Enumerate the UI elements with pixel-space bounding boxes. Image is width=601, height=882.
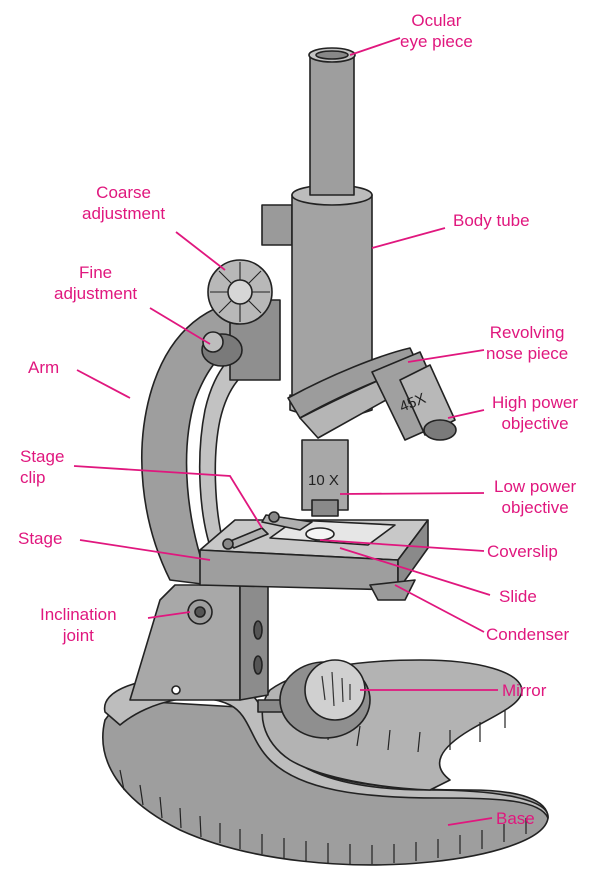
- leader-low-power: [340, 493, 484, 494]
- low-power-objective-shape: 10 X: [302, 440, 348, 516]
- label-coarse-adjustment: Coarse adjustment: [82, 182, 165, 224]
- low-objective-mark: 10 X: [308, 472, 339, 489]
- label-high-power-objective: High power objective: [492, 392, 578, 434]
- leader-condenser: [395, 585, 484, 632]
- leader-arm: [77, 370, 130, 398]
- pillar-shape: [130, 578, 268, 700]
- label-low-power-objective: Low power objective: [494, 476, 576, 518]
- label-ocular-line1: Ocular: [400, 10, 473, 31]
- label-base: Base: [496, 808, 535, 829]
- label-stage-clip: Stage clip: [20, 446, 64, 488]
- leader-body-tube: [372, 228, 445, 248]
- label-coarse-line2: adjustment: [82, 203, 165, 224]
- label-mirror: Mirror: [502, 680, 546, 701]
- label-low-power-line2: objective: [494, 497, 576, 518]
- label-stage-clip-line1: Stage: [20, 446, 64, 467]
- label-stage: Stage: [18, 528, 62, 549]
- label-inclination-line2: joint: [40, 625, 117, 646]
- label-high-power-line2: objective: [492, 413, 578, 434]
- label-stage-clip-line2: clip: [20, 467, 64, 488]
- leader-ocular: [350, 38, 400, 55]
- leader-coarse: [176, 232, 225, 270]
- label-condenser: Condenser: [486, 624, 569, 645]
- label-high-power-line1: High power: [492, 392, 578, 413]
- body-tube-shape: [230, 48, 372, 418]
- label-inclination-line1: Inclination: [40, 604, 117, 625]
- label-coarse-line1: Coarse: [82, 182, 165, 203]
- label-inclination-joint: Inclination joint: [40, 604, 117, 646]
- label-fine-line2: adjustment: [54, 283, 137, 304]
- label-revolving-nose-piece: Revolving nose piece: [486, 322, 568, 364]
- label-body-tube: Body tube: [453, 210, 530, 231]
- label-slide: Slide: [499, 586, 537, 607]
- label-arm: Arm: [28, 357, 59, 378]
- label-low-power-line1: Low power: [494, 476, 576, 497]
- label-ocular-eye-piece: Ocular eye piece: [400, 10, 473, 52]
- label-fine-adjustment: Fine adjustment: [54, 262, 137, 304]
- label-revolving-line1: Revolving: [486, 322, 568, 343]
- coarse-knob-shape: [208, 260, 272, 324]
- leader-high-power: [448, 410, 484, 418]
- label-coverslip: Coverslip: [487, 541, 558, 562]
- label-fine-line1: Fine: [54, 262, 137, 283]
- label-revolving-line2: nose piece: [486, 343, 568, 364]
- label-ocular-line2: eye piece: [400, 31, 473, 52]
